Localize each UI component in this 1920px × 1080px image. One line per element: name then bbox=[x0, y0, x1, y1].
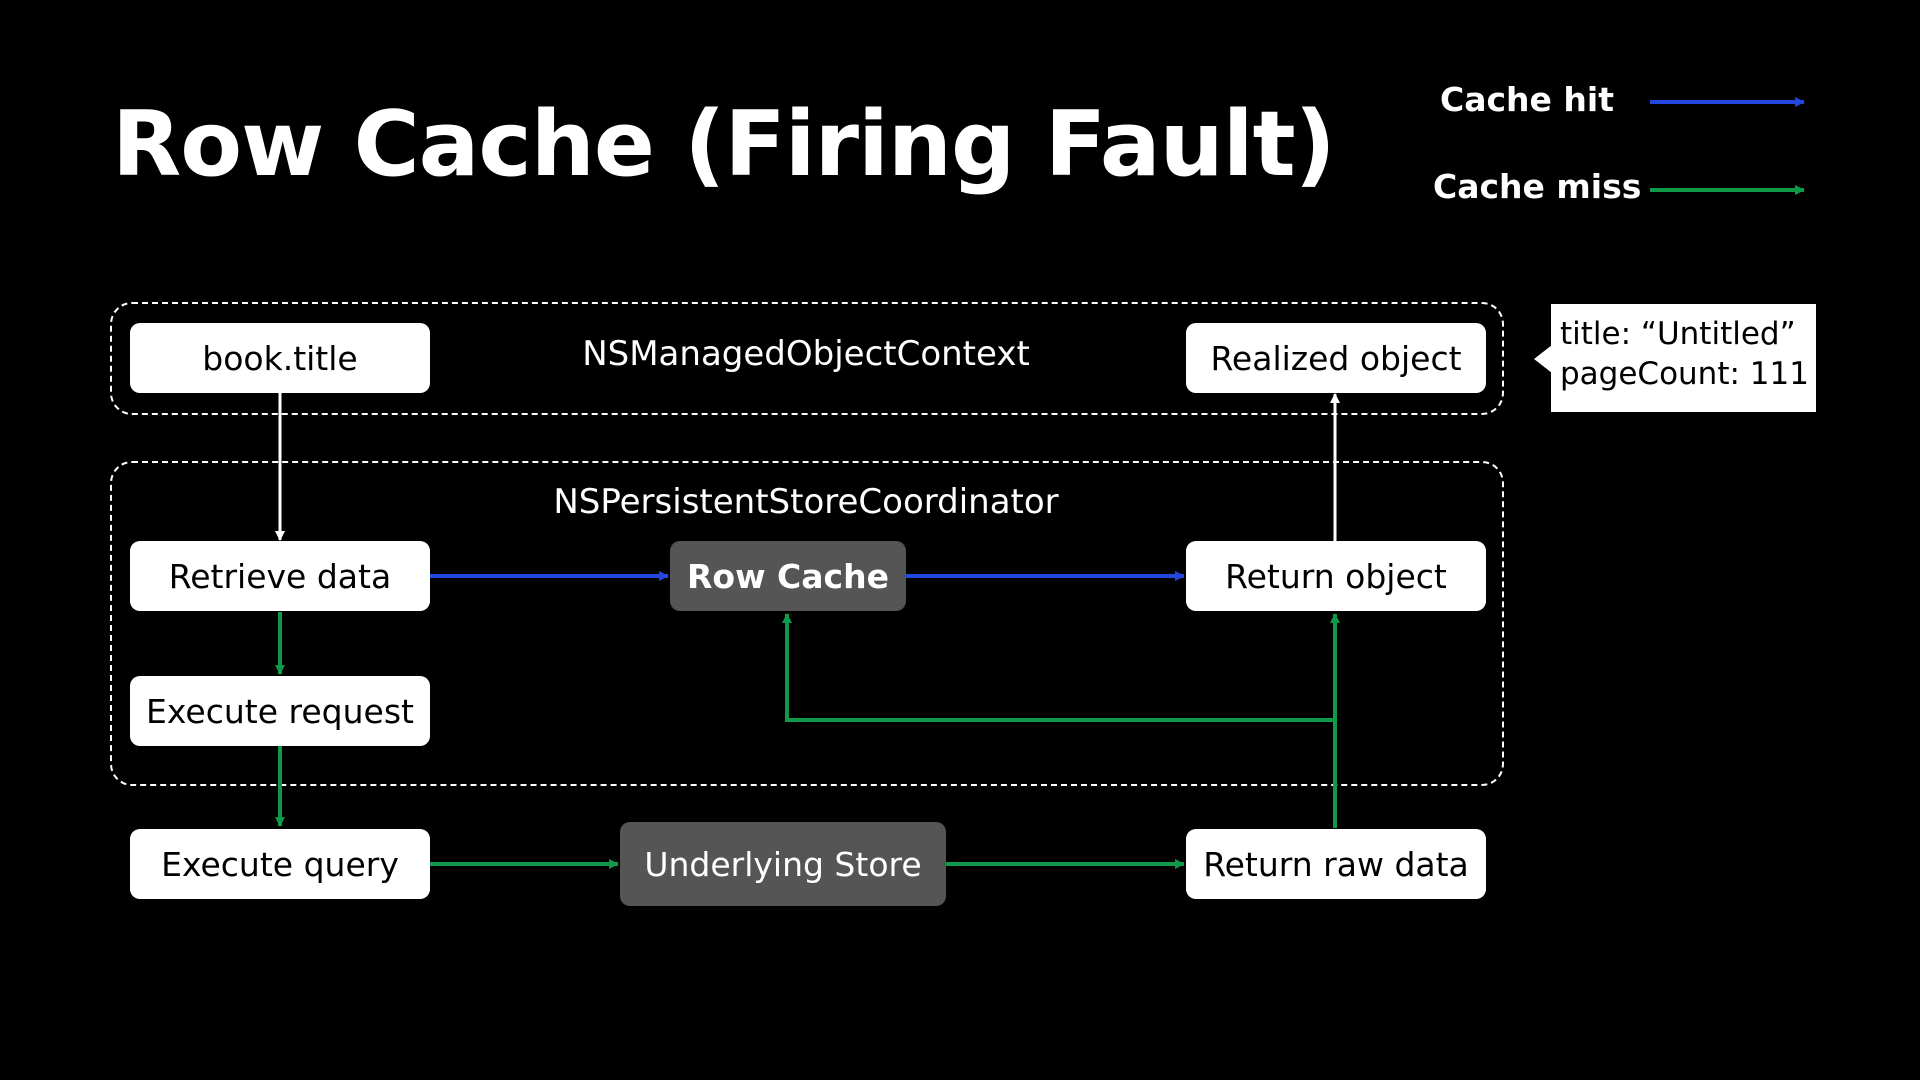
legend-cache-hit-label: Cache hit bbox=[1440, 80, 1614, 119]
callout-page-count-line: pageCount: 111 bbox=[1560, 356, 1809, 392]
execute-query-node: Execute query bbox=[130, 829, 430, 899]
arrow-return-raw-data-to-row-cache bbox=[782, 613, 1335, 722]
book-title-node: book.title bbox=[130, 323, 430, 393]
row-cache-node: Row Cache bbox=[670, 541, 906, 611]
legend-cache-miss-label: Cache miss bbox=[1433, 167, 1642, 206]
callout-pointer bbox=[1534, 345, 1552, 373]
managed-object-context-label: NSManagedObjectContext bbox=[582, 334, 1030, 374]
managed-object-context-group bbox=[110, 302, 1504, 415]
return-raw-data-node: Return raw data bbox=[1186, 829, 1486, 899]
persistent-store-coordinator-group bbox=[110, 461, 1504, 786]
return-object-node: Return object bbox=[1186, 541, 1486, 611]
persistent-store-coordinator-label: NSPersistentStoreCoordinator bbox=[553, 482, 1059, 522]
callout-title-line: title: “Untitled” bbox=[1560, 316, 1796, 352]
page-title: Row Cache (Firing Fault) bbox=[112, 92, 1336, 197]
retrieve-data-node: Retrieve data bbox=[130, 541, 430, 611]
realized-object-callout: title: “Untitled” pageCount: 111 bbox=[1551, 304, 1816, 412]
underlying-store-node: Underlying Store bbox=[620, 822, 946, 906]
realized-object-node: Realized object bbox=[1186, 323, 1486, 393]
execute-request-node: Execute request bbox=[130, 676, 430, 746]
